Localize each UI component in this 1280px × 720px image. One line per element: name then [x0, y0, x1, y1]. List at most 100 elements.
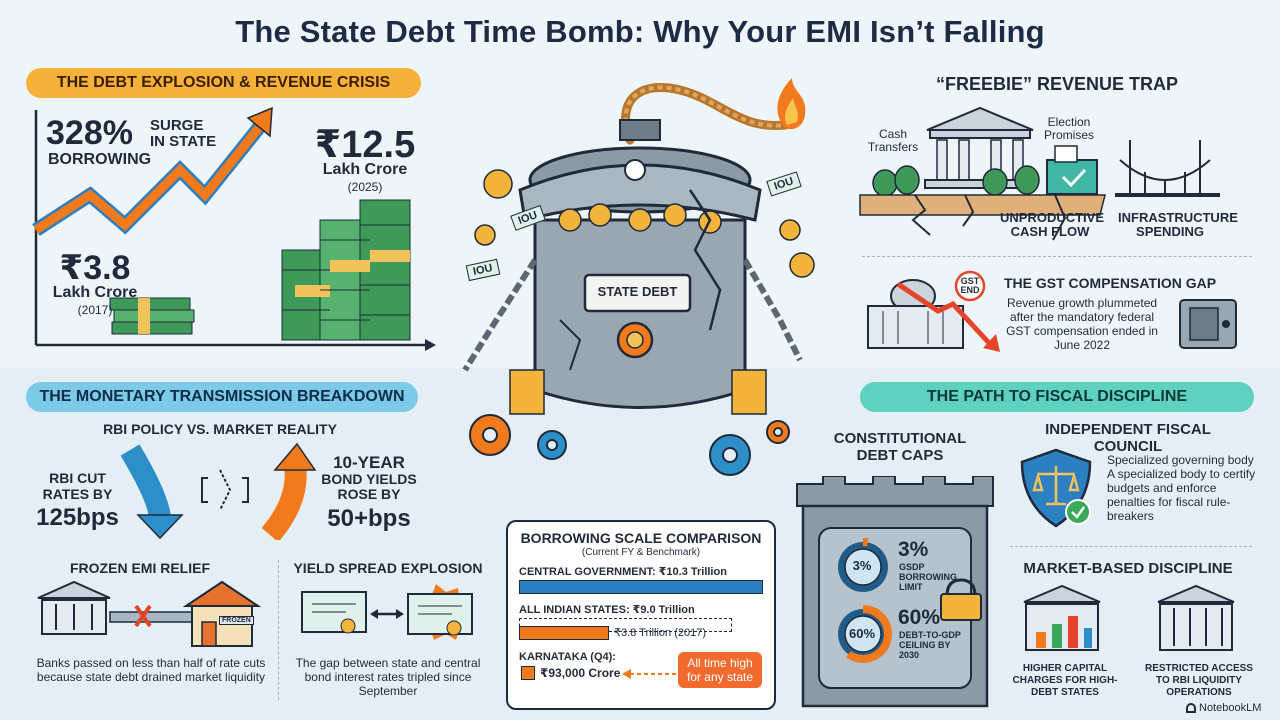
- page-title: The State Debt Time Bomb: Why Your EMI I…: [235, 14, 1045, 49]
- house-icon: [182, 580, 262, 647]
- council-text: A specialized body to certify budgets an…: [1107, 467, 1256, 523]
- monetary-subheader: RBI POLICY VS. MARKET REALITY: [103, 421, 337, 437]
- frozen-emi-text: Banks passed on less than half of rate c…: [36, 656, 266, 684]
- close-icon: [134, 604, 152, 628]
- shield-icon: [1020, 448, 1092, 528]
- year-2017: (2017): [77, 303, 113, 317]
- rate-arrows-illustration: [120, 442, 317, 540]
- borrowing-title: BORROWING SCALE COMPARISON: [520, 530, 762, 546]
- arrow-left-icon: [622, 669, 676, 679]
- bond-yield-line1: 10-YEAR: [333, 453, 405, 472]
- year-2025: (2025): [347, 180, 383, 194]
- value-2017: ₹3.8: [59, 249, 131, 287]
- flame-icon: [777, 78, 806, 130]
- yield-spread-text: The gap between state and central bond i…: [295, 656, 481, 698]
- divider: [862, 256, 1252, 257]
- rbi-cut-value: 125bps: [36, 504, 119, 531]
- bond-certificate-icon: [301, 591, 367, 634]
- all-time-high-alert: All time high for any state: [678, 652, 762, 688]
- bridge-icon: [1115, 140, 1220, 197]
- central-bar: [519, 580, 763, 594]
- broken-link-icon: [201, 469, 249, 511]
- ballot-box-icon: [1046, 145, 1098, 195]
- gear-icon: [537, 430, 751, 476]
- monetary-section-header: THE MONETARY TRANSMISSION BREAKDOWN: [26, 382, 418, 412]
- padlock-icon: [940, 578, 982, 621]
- bank-icon: [1157, 584, 1235, 651]
- market-discipline-title: MARKET-BASED DISCIPLINE: [1023, 560, 1233, 577]
- scales-icon: [1032, 466, 1080, 506]
- higher-capital-label: HIGHER CAPITAL CHARGES FOR HIGH-DEBT STA…: [1012, 663, 1118, 698]
- gst-illustration: [867, 270, 1000, 352]
- state-debt-label: STATE DEBT: [597, 284, 678, 299]
- safe-icon: [1179, 299, 1237, 349]
- bank-icon: [924, 106, 1036, 189]
- debt-ring-label: 60%: [848, 626, 876, 641]
- debt-percent: 60%: [898, 606, 941, 629]
- states-label: ALL INDIAN STATES: ₹9.0 Trillion: [519, 604, 695, 616]
- rbi-cut-line1: RBI CUT: [49, 470, 106, 486]
- borrowing-label: BORROWING: [48, 151, 152, 168]
- bank-icon: [37, 580, 111, 635]
- frozen-tag: FROZEN: [219, 616, 254, 625]
- gsdp-ring-label: 3%: [852, 558, 872, 573]
- market-discipline-illustration: [1023, 584, 1235, 651]
- debt-growth-chart: [32, 106, 436, 351]
- brand-name: NotebookLM: [1199, 702, 1262, 714]
- restricted-access-label: RESTRICTED ACCESS TO RBI LIQUIDITY OPERA…: [1145, 663, 1253, 698]
- money-stack-2017-icon: [109, 297, 195, 335]
- unit-2025: Lakh Crore: [322, 161, 408, 178]
- fiscal-council-title: INDEPENDENT FISCAL COUNCIL: [1045, 421, 1211, 455]
- cash-transfers-label: Cash Transfers: [867, 127, 919, 154]
- bank-chart-icon: [1023, 584, 1101, 651]
- down-arrow-icon: [120, 444, 184, 540]
- freebie-section-header: “FREEBIE” REVENUE TRAP: [935, 74, 1179, 94]
- debt-bomb-illustration: [462, 78, 815, 476]
- government-building-icon: [867, 279, 964, 349]
- bond-yield-line2: BOND YIELDS: [321, 471, 417, 487]
- bond-yield-line3: ROSE BY: [337, 486, 401, 502]
- unit-2017: Lakh Crore: [52, 284, 138, 301]
- states-2017-bar: [519, 626, 610, 640]
- election-promises-label: Election Promises: [1043, 115, 1094, 142]
- debt-label: DEBT-TO-GDP CEILING BY 2030: [899, 630, 961, 660]
- gsdp-percent: 3%: [898, 538, 929, 561]
- debt-caps-vault: [796, 476, 994, 708]
- yield-spread-illustration: [301, 584, 473, 640]
- rbi-cut-line2: RATES BY: [42, 486, 113, 502]
- karnataka-bar: [521, 666, 535, 680]
- gst-end-badge: GST END: [960, 276, 980, 295]
- surge-percent: 328%: [46, 114, 133, 152]
- gear-icon: [766, 420, 790, 444]
- karnataka-value: ₹93,000 Crore: [540, 666, 621, 680]
- borrowing-subtitle: (Current FY & Benchmark): [581, 547, 701, 558]
- divider: [278, 560, 279, 700]
- fiscal-discipline-header: THE PATH TO FISCAL DISCIPLINE: [860, 382, 1254, 412]
- gst-gap-title: THE GST COMPENSATION GAP: [1004, 275, 1217, 291]
- unproductive-label: UNPRODUCTIVE CASH FLOW: [1000, 210, 1105, 239]
- gear-icon: [469, 414, 511, 456]
- brand-mark: NotebookLM: [1186, 702, 1261, 714]
- central-label: CENTRAL GOVERNMENT: ₹10.3 Trillion: [519, 566, 727, 578]
- states-2017-label: ₹3.8 Trillion (2017): [614, 627, 706, 639]
- frozen-emi-title: FROZEN EMI RELIEF: [70, 560, 210, 576]
- debt-caps-title: CONSTITUTIONAL DEBT CAPS: [833, 430, 967, 464]
- infrastructure-label: INFRASTRUCTURE SPENDING: [1118, 210, 1238, 239]
- gst-gap-text: Revenue growth plummeted after the manda…: [1006, 296, 1158, 352]
- karnataka-label: KARNATAKA (Q4):: [519, 651, 616, 663]
- bond-yield-label: 10-YEAR BOND YIELDS ROSE BY: [318, 453, 420, 502]
- rbi-cut-label: RBI CUT RATES BY: [30, 470, 125, 502]
- surge-label-line2: IN STATE: [150, 133, 217, 150]
- council-subtext: Specialized governing body: [1107, 453, 1254, 467]
- freebie-illustration: [859, 106, 1220, 241]
- money-stack-2025-icon: [281, 199, 411, 341]
- bond-certificate-icon: [407, 584, 473, 640]
- gsdp-label: GSDP BORROWING LIMIT: [899, 562, 957, 592]
- money-bag-icon: [872, 165, 1040, 197]
- surge-label: SURGE IN STATE: [150, 118, 216, 150]
- up-arrow-icon: [261, 442, 317, 540]
- yield-spread-title: YIELD SPREAD EXPLOSION: [293, 560, 483, 576]
- frozen-emi-illustration: [37, 580, 262, 647]
- notebook-logo-icon: [1186, 703, 1196, 713]
- bond-yield-value: 50+bps: [327, 505, 411, 532]
